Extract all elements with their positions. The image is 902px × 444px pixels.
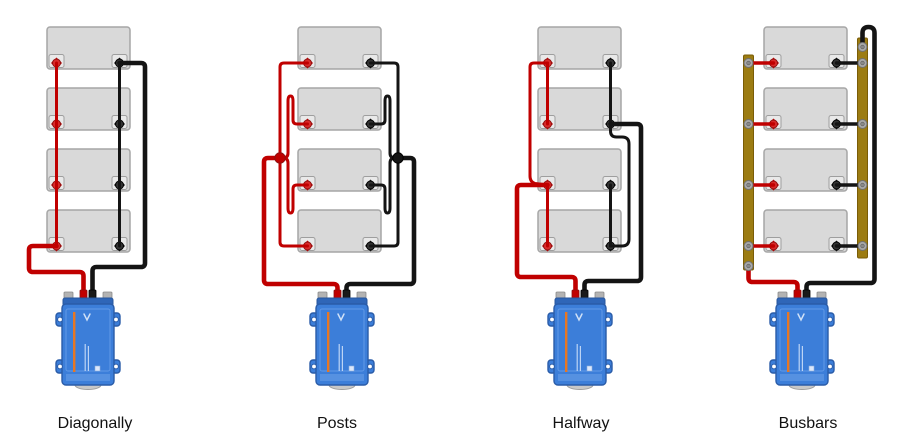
halfway-wiring [514, 61, 644, 298]
battery [763, 148, 848, 192]
battery [537, 209, 622, 253]
method-label-halfway: Halfway [553, 415, 610, 432]
negative-main-cable [344, 155, 417, 298]
positive-main-cable [514, 182, 578, 298]
battery [297, 87, 382, 131]
negative-link-wire [609, 122, 631, 248]
charger-device [547, 289, 613, 391]
positive-junction-post [274, 152, 286, 164]
negative-busbar [857, 37, 868, 259]
negative-link-wire [369, 156, 400, 215]
battery [46, 209, 131, 253]
positive-link-wire [278, 94, 309, 160]
positive-main-cable [746, 263, 800, 298]
busbar-screw [857, 58, 868, 68]
positive-main-cable [26, 243, 86, 298]
method-label-busbars: Busbars [779, 415, 838, 432]
battery [297, 148, 382, 192]
busbar-screw [857, 119, 868, 129]
positive-main-cable [261, 155, 340, 298]
battery [537, 148, 622, 192]
battery [763, 87, 848, 131]
negative-main-cable [804, 24, 877, 298]
positive-link-wire [528, 61, 549, 187]
busbar-screw [857, 42, 868, 52]
charger-device [769, 289, 835, 391]
battery [46, 87, 131, 131]
method-label-diagonally: Diagonally [58, 415, 133, 432]
battery [763, 209, 848, 253]
positive-busbar [743, 54, 754, 271]
busbar-screw [743, 261, 754, 271]
method-label-posts: Posts [317, 415, 357, 432]
battery [46, 148, 131, 192]
battery-banks [46, 26, 848, 253]
busbar-screw [857, 180, 868, 190]
diagonally-wiring [26, 60, 148, 298]
positive-link-wire [278, 156, 309, 215]
busbar-screw [743, 58, 754, 68]
negative-main-cable [582, 121, 644, 298]
battery [537, 26, 622, 70]
charger-device [309, 289, 375, 391]
negative-link-wire [369, 94, 400, 160]
busbar-screw [743, 180, 754, 190]
posts-wiring [261, 61, 417, 298]
busbar-screw [743, 241, 754, 251]
battery [297, 209, 382, 253]
negative-main-cable [90, 60, 148, 298]
busbar-screw [857, 241, 868, 251]
busbars-wiring [743, 24, 877, 298]
battery [763, 26, 848, 70]
charger-device [55, 289, 121, 391]
battery [297, 26, 382, 70]
busbar-screw [743, 119, 754, 129]
negative-junction-post [392, 152, 404, 164]
